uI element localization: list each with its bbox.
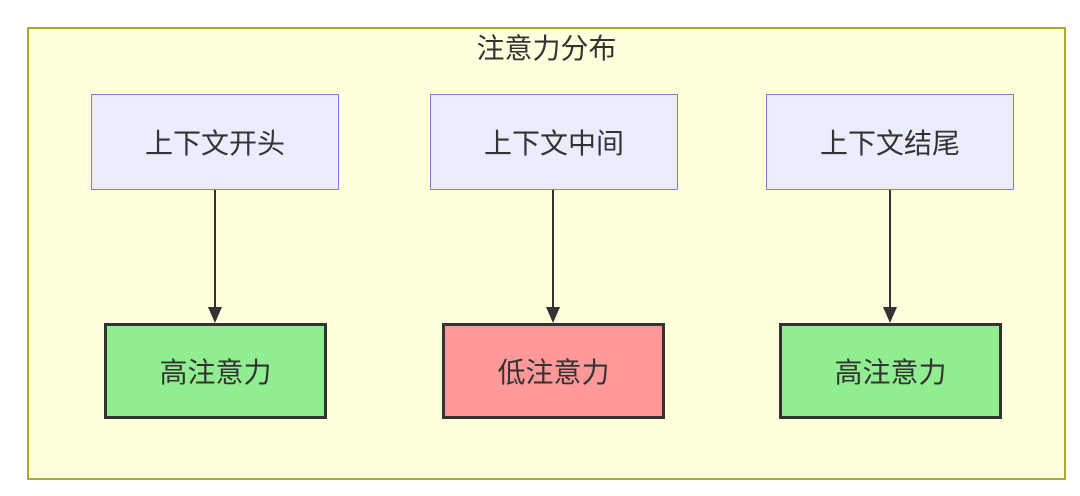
diagram-title: 注意力分布: [476, 33, 617, 64]
arrow-end-to-high: [883, 190, 897, 323]
node-high-attention-left-label: 高注意力: [159, 357, 272, 388]
arrow-shaft: [889, 190, 891, 309]
arrow-middle-to-low: [546, 190, 560, 323]
node-context-start-label: 上下文开头: [144, 128, 285, 159]
node-context-middle-label: 上下文中间: [483, 128, 624, 159]
node-context-end: 上下文结尾: [766, 94, 1014, 190]
arrowhead-down-icon: [546, 307, 560, 323]
node-context-end-label: 上下文结尾: [819, 128, 960, 159]
node-context-start: 上下文开头: [91, 94, 339, 190]
node-high-attention-right: 高注意力: [779, 323, 1002, 419]
arrowhead-down-icon: [208, 307, 222, 323]
node-context-middle: 上下文中间: [430, 94, 678, 190]
arrow-start-to-high: [208, 190, 222, 323]
arrowhead-down-icon: [883, 307, 897, 323]
arrow-shaft: [214, 190, 216, 309]
diagram-canvas: 注意力分布 上下文开头 上下文中间 上下文结尾 高注意力 低注意力: [27, 27, 1066, 480]
arrow-shaft: [552, 190, 554, 309]
node-high-attention-left: 高注意力: [104, 323, 327, 419]
node-low-attention-middle-label: 低注意力: [497, 357, 610, 388]
node-high-attention-right-label: 高注意力: [834, 357, 947, 388]
node-low-attention-middle: 低注意力: [442, 323, 665, 419]
